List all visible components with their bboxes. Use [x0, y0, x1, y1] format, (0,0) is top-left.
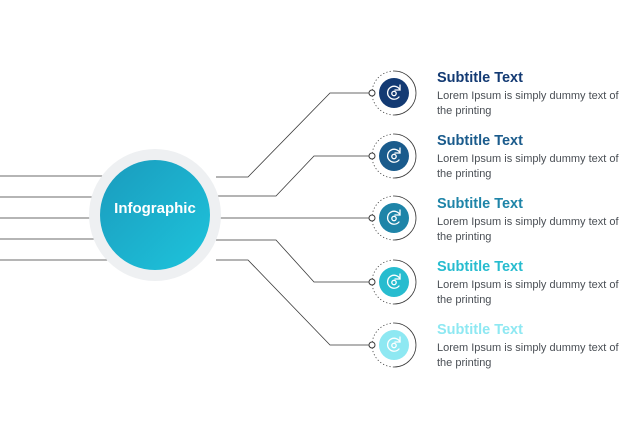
refresh-arc — [387, 274, 401, 289]
connector-dot — [368, 278, 376, 286]
hub-label: Infographic — [114, 200, 196, 217]
refresh-arrow — [394, 84, 401, 91]
item-node — [368, 133, 417, 179]
node-ring-solid — [393, 70, 417, 116]
hub-circle — [100, 160, 210, 270]
item-node — [368, 322, 417, 368]
item-nodes — [368, 70, 417, 368]
connector-dot — [368, 89, 376, 97]
connector-line — [216, 259, 372, 346]
refresh-center — [391, 153, 397, 160]
refresh-arrow — [394, 336, 401, 343]
node-ring-solid — [393, 322, 417, 368]
refresh-arc — [387, 148, 401, 163]
item-title: Subtitle Text — [437, 322, 523, 338]
connector-line — [216, 92, 372, 178]
refresh-icon — [387, 273, 401, 289]
connector-line — [216, 239, 372, 283]
node-circle — [379, 267, 409, 297]
refresh-arc — [387, 337, 401, 352]
connector-line — [216, 155, 372, 197]
item-description: Lorem Ipsum is simply dummy text of the … — [437, 216, 619, 243]
refresh-icon — [387, 84, 401, 100]
item-title: Subtitle Text — [437, 196, 523, 212]
item-node — [368, 195, 417, 241]
refresh-center — [391, 90, 397, 97]
item-title: Subtitle Text — [437, 70, 523, 86]
refresh-arc — [387, 210, 401, 225]
refresh-icon — [387, 209, 401, 225]
refresh-center — [391, 342, 397, 349]
item-description: Lorem Ipsum is simply dummy text of the … — [437, 342, 619, 369]
node-circle — [379, 203, 409, 233]
connector-dot — [368, 152, 376, 160]
refresh-center — [391, 215, 397, 222]
item-node — [368, 70, 417, 116]
connector-dot — [368, 214, 376, 222]
node-circle — [379, 78, 409, 108]
item-title: Subtitle Text — [437, 259, 523, 275]
refresh-arrow — [394, 209, 401, 216]
refresh-arrow — [394, 273, 401, 280]
node-ring-solid — [393, 133, 417, 179]
node-circle — [379, 330, 409, 360]
node-circle — [379, 141, 409, 171]
item-node — [368, 259, 417, 305]
item-description: Lorem Ipsum is simply dummy text of the … — [437, 90, 619, 117]
connector-dot — [368, 341, 376, 349]
item-title: Subtitle Text — [437, 133, 523, 149]
connector-lines — [216, 92, 372, 346]
refresh-arc — [387, 85, 401, 100]
refresh-arrow — [394, 147, 401, 154]
item-description: Lorem Ipsum is simply dummy text of the … — [437, 153, 619, 180]
refresh-icon — [387, 336, 401, 352]
node-ring-solid — [393, 259, 417, 305]
item-description: Lorem Ipsum is simply dummy text of the … — [437, 279, 619, 306]
node-ring-solid — [393, 195, 417, 241]
refresh-center — [391, 279, 397, 286]
refresh-icon — [387, 147, 401, 163]
